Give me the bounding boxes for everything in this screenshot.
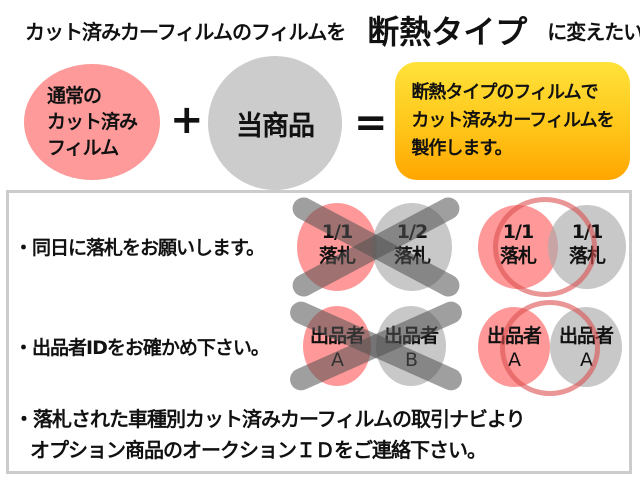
normal-film-line-2: カット済み [46,111,138,133]
result-line-2: カット済みカーフィルムを [411,110,614,131]
result-line-1: 断熱タイプのフィルムで [411,82,598,103]
this-product-circle: 当商品 [208,56,342,190]
rule-same-day-text: ・同日に落札をお願いします。 [14,237,265,259]
normal-film-line-1: 通常の [46,85,102,107]
rule-seller-id-text: ・出品者IDをお確かめ下さい。 [14,337,270,359]
page-title: カット済みカーフィルムのフィルムを 断熱タイプ に変えたい [25,8,640,52]
normal-film-label: 通常の カット済み フィルム [46,83,138,161]
title-emphasis: 断熱タイプ [367,13,528,51]
this-product-label: 当商品 [236,110,315,142]
result-text: 断熱タイプのフィルムで カット済みカーフィルムを 製作します。 [411,79,614,163]
ok-circle-icon [493,197,597,297]
normal-film-line-3: フィルム [46,137,119,159]
ok-circle-icon [500,300,600,396]
normal-film-circle: 通常の カット済み フィルム [24,64,160,180]
footer-note-line-1: ・落札された車種別カット済みカーフィルムの取引ナビより [14,407,526,431]
title-prefix: カット済みカーフィルムのフィルムを [25,19,346,44]
result-box: 断熱タイプのフィルムで カット済みカーフィルムを 製作します。 [395,62,630,180]
result-line-3: 製作します。 [411,138,512,159]
rules-panel [6,190,632,474]
title-suffix: に変えたい [547,19,640,44]
equals-symbol: = [354,100,388,146]
footer-note-line-2: オプション商品のオークションＩＤをご連絡下さい。 [30,438,487,462]
plus-symbol: + [170,97,204,143]
